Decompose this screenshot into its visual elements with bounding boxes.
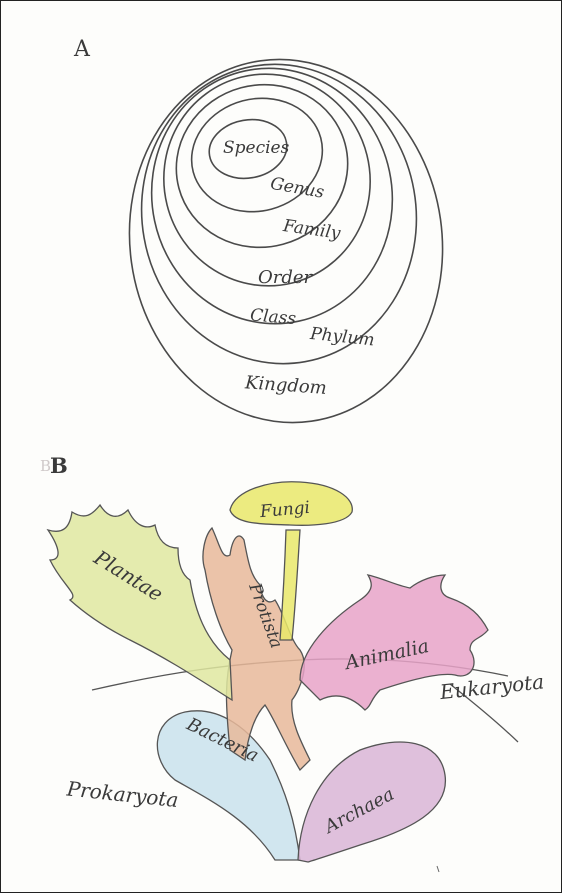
pencil-mark bbox=[437, 866, 439, 872]
rank-class: Class bbox=[249, 305, 297, 329]
rank-family: Family bbox=[281, 216, 342, 244]
plantae-leaf bbox=[48, 505, 232, 700]
panel-b: B B Fungi Plantae Protista Animalia Bact… bbox=[40, 453, 545, 872]
rank-order: Order bbox=[258, 267, 314, 288]
ring-class bbox=[128, 46, 416, 346]
panel-a: A Species Genus Family Order Class Phylu… bbox=[73, 37, 466, 443]
panel-a-letter: A bbox=[73, 37, 91, 62]
fungi-stalk bbox=[280, 530, 300, 640]
rank-genus: Genus bbox=[269, 174, 326, 203]
rank-phylum: Phylum bbox=[308, 324, 375, 351]
rank-kingdom: Kingdom bbox=[243, 372, 327, 399]
panel-b-letter: B bbox=[50, 453, 68, 478]
rank-species: Species bbox=[223, 138, 290, 158]
label-prokaryota: Prokaryota bbox=[65, 776, 180, 812]
